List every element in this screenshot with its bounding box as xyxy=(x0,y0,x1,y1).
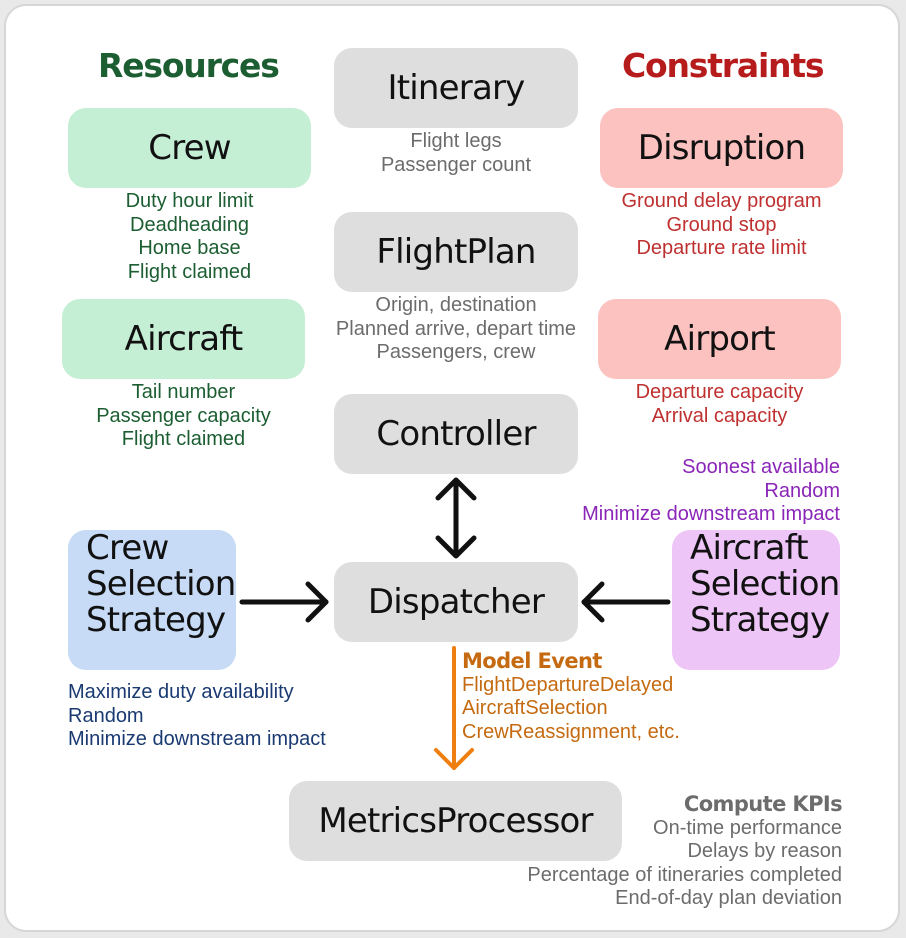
aircraft-detail: Tail number xyxy=(131,381,236,403)
crew-detail: Home base xyxy=(138,237,241,260)
model-event-item: FlightDepartureDelayed xyxy=(462,673,674,696)
crew-detail: Duty hour limit xyxy=(125,190,254,212)
model-event-item: AircraftSelection xyxy=(462,697,608,720)
disruption-details: Ground delay program Ground stop Departu… xyxy=(590,190,853,261)
airport-detail: Arrival capacity xyxy=(651,404,788,427)
model-event-item: CrewReassignment, etc. xyxy=(462,720,680,743)
itinerary-detail: Passenger count xyxy=(380,153,532,176)
arrow-left-icon xyxy=(581,581,671,623)
disruption-detail: Ground delay program xyxy=(621,190,822,212)
controller-label: Controller xyxy=(376,414,536,454)
crew-strategy-option: Maximize duty availability xyxy=(68,681,294,703)
kpi-item: End-of-day plan deviation xyxy=(615,887,842,910)
airport-details: Departure capacity Arrival capacity xyxy=(598,381,841,428)
diagram-frame: Resources Constraints Itinerary Flight l… xyxy=(4,4,900,932)
kpi-item: Delays by reason xyxy=(687,840,842,863)
itinerary-detail: Flight legs xyxy=(410,130,502,152)
model-event-title: Model Event xyxy=(462,649,602,673)
disruption-box: Disruption xyxy=(600,108,843,188)
airport-detail: Departure capacity xyxy=(635,381,804,403)
metrics-processor-box: MetricsProcessor xyxy=(289,781,622,861)
aircraft-details: Tail number Passenger capacity Flight cl… xyxy=(52,381,315,452)
constraints-heading: Constraints xyxy=(622,46,825,85)
flightplan-label: FlightPlan xyxy=(376,232,536,272)
flightplan-detail: Origin, destination xyxy=(375,294,537,316)
kpi-item: Percentage of itineraries completed xyxy=(527,863,842,886)
arrow-right-icon xyxy=(239,581,329,623)
dispatcher-label: Dispatcher xyxy=(367,582,545,622)
aircraft-box: Aircraft xyxy=(62,299,305,379)
crew-detail: Deadheading xyxy=(130,213,249,236)
crew-box: Crew xyxy=(68,108,311,188)
controller-box: Controller xyxy=(334,394,578,474)
flightplan-detail: Planned arrive, depart time xyxy=(335,317,577,340)
model-event-block: Model Event FlightDepartureDelayed Aircr… xyxy=(462,649,762,744)
airport-box: Airport xyxy=(598,299,841,379)
kpi-item: On-time performance xyxy=(653,816,842,839)
itinerary-label: Itinerary xyxy=(387,68,526,108)
crew-strategy-label-line: Crew xyxy=(86,528,169,568)
itinerary-details: Flight legs Passenger count xyxy=(334,130,578,177)
compute-kpis-block: Compute KPIs On-time performance Delays … xyxy=(482,792,843,911)
diagram-arrows xyxy=(239,477,671,770)
aircraft-label: Aircraft xyxy=(124,319,244,359)
double-arrow-icon xyxy=(435,477,477,559)
flightplan-detail: Passengers, crew xyxy=(376,341,536,364)
metrics-processor-label: MetricsProcessor xyxy=(318,801,593,841)
crew-selection-strategy-box: Crew Selection Strategy xyxy=(68,530,236,670)
itinerary-box: Itinerary xyxy=(334,48,578,128)
crew-strategy-option: Minimize downstream impact xyxy=(68,728,326,751)
crew-strategy-option: Random xyxy=(68,704,144,727)
aircraft-strategy-option: Minimize downstream impact xyxy=(582,503,840,526)
aircraft-strategy-options: Soonest available Random Minimize downst… xyxy=(540,456,840,527)
aircraft-detail: Flight claimed xyxy=(121,428,246,451)
resources-heading: Resources xyxy=(98,46,280,85)
crew-strategy-label-line: Strategy xyxy=(86,600,226,640)
dispatcher-box: Dispatcher xyxy=(334,562,578,642)
airport-label: Airport xyxy=(664,319,776,359)
arrow-down-icon xyxy=(434,646,474,770)
crew-detail: Flight claimed xyxy=(127,260,252,283)
aircraft-strategy-option: Random xyxy=(764,479,840,502)
disruption-label: Disruption xyxy=(637,128,806,168)
aircraft-strategy-label-line: Selection xyxy=(690,564,840,604)
flightplan-details: Origin, destination Planned arrive, depa… xyxy=(304,294,608,365)
aircraft-strategy-label-line: Aircraft xyxy=(690,528,809,568)
crew-label: Crew xyxy=(148,128,231,168)
crew-strategy-label-line: Selection xyxy=(86,564,236,604)
aircraft-strategy-label-line: Strategy xyxy=(690,600,830,640)
aircraft-detail: Passenger capacity xyxy=(96,404,271,427)
crew-details: Duty hour limit Deadheading Home base Fl… xyxy=(68,190,311,284)
flightplan-box: FlightPlan xyxy=(334,212,578,292)
crew-strategy-options: Maximize duty availability Random Minimi… xyxy=(68,681,388,752)
disruption-detail: Departure rate limit xyxy=(636,237,807,260)
aircraft-selection-strategy-box: Aircraft Selection Strategy xyxy=(672,530,840,670)
compute-kpis-title: Compute KPIs xyxy=(683,792,843,816)
aircraft-strategy-option: Soonest available xyxy=(682,456,840,478)
disruption-detail: Ground stop xyxy=(666,213,777,236)
